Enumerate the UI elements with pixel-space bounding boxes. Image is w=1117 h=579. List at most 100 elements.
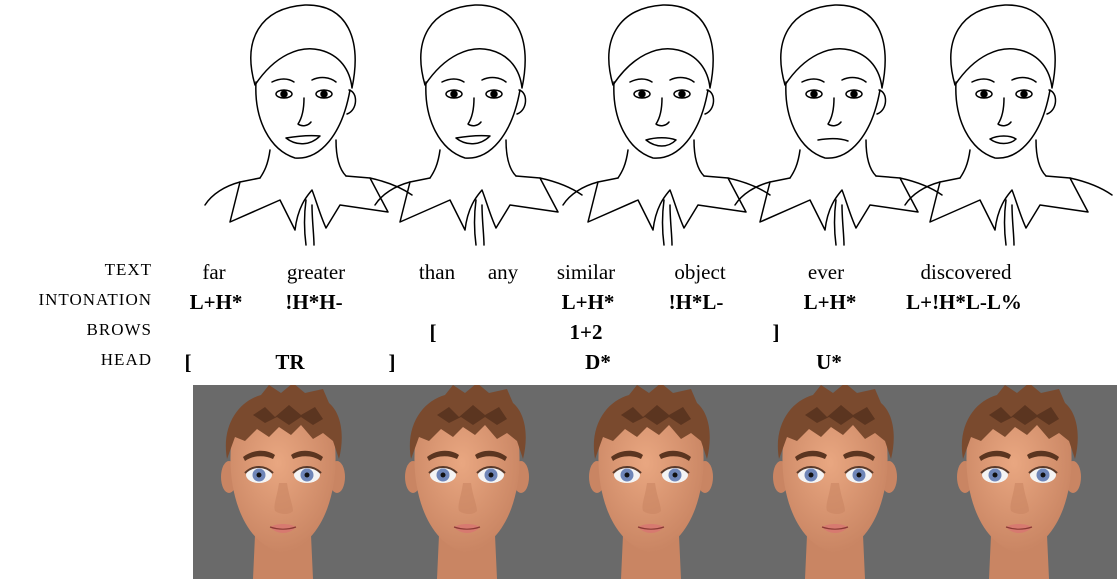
text-word: object <box>674 260 725 284</box>
intonation-tone: !H*L- <box>669 290 724 314</box>
row-label-brows: BROWS <box>0 320 152 340</box>
head-marker: TR <box>275 350 304 374</box>
rendered-face <box>957 385 1081 579</box>
render-pupil-left <box>625 473 630 478</box>
sketch-pupil-right <box>491 91 497 97</box>
sketch-brow-right <box>670 78 694 82</box>
render-pupil-right <box>489 473 494 478</box>
text-word: ever <box>808 260 844 284</box>
sketch-face <box>563 5 770 245</box>
intonation-tone: L+H* <box>562 290 615 314</box>
sketch-nose <box>656 98 669 126</box>
render-pupil-right <box>1041 473 1046 478</box>
intonation-tone: L+!H*L-L% <box>906 290 1022 314</box>
render-pupil-left <box>809 473 814 478</box>
sketch-pupil-right <box>851 91 857 97</box>
rendered-face-row <box>193 385 1117 579</box>
row-label-text: TEXT <box>0 260 152 280</box>
text-word: far <box>202 260 225 284</box>
sketch-pupil-right <box>1021 91 1027 97</box>
sketch-hair <box>609 5 713 88</box>
sketch-hair <box>951 5 1055 88</box>
sketch-collar <box>930 176 1088 230</box>
sketch-pupil-left <box>639 91 645 97</box>
sketch-brow-right <box>842 78 866 82</box>
sketch-tie <box>1005 200 1015 245</box>
brows-marker: ] <box>773 320 780 344</box>
sketch-shoulders <box>563 178 770 205</box>
sketch-mouth <box>456 136 490 144</box>
head-marker: ] <box>389 350 396 374</box>
sketch-brow-left <box>272 79 294 82</box>
sketch-ear <box>705 90 714 114</box>
sketch-mouth <box>990 136 1016 144</box>
brows-marker: 1+2 <box>570 320 603 344</box>
text-word: discovered <box>921 260 1012 284</box>
sketch-brow-right <box>312 78 336 82</box>
sketch-hair <box>781 5 885 88</box>
sketch-nose <box>298 98 311 126</box>
sketch-collar <box>588 176 746 230</box>
sketch-neck <box>260 140 346 178</box>
sketch-brow-left <box>442 79 464 82</box>
sketch-face <box>735 5 942 245</box>
intonation-tone: L+H* <box>190 290 243 314</box>
render-pupil-right <box>857 473 862 478</box>
sketch-face <box>205 5 412 245</box>
sketch-face-row <box>0 0 1117 250</box>
text-word: any <box>488 260 518 284</box>
sketch-ear <box>1047 90 1056 114</box>
sketch-pupil-right <box>679 91 685 97</box>
sketch-brow-left <box>630 79 652 82</box>
text-word: similar <box>557 260 615 284</box>
sketch-nose <box>828 98 841 126</box>
render-pupil-left <box>257 473 262 478</box>
sketch-tie <box>663 200 673 245</box>
rendered-face <box>405 385 529 579</box>
sketch-neck <box>430 140 516 178</box>
text-word: than <box>419 260 455 284</box>
sketch-mouth <box>646 138 676 146</box>
sketch-brow-right <box>1012 78 1036 82</box>
sketch-tie <box>475 200 485 245</box>
head-marker: D* <box>585 350 611 374</box>
head-marker: U* <box>816 350 842 374</box>
sketch-nose <box>468 98 481 126</box>
sketch-pupil-left <box>811 91 817 97</box>
sketch-shoulders <box>735 178 942 205</box>
sketch-brow-left <box>802 79 824 82</box>
head-marker: [ <box>185 350 192 374</box>
sketch-face <box>905 5 1112 245</box>
rendered-face <box>221 385 345 579</box>
sketch-pupil-left <box>281 91 287 97</box>
sketch-nose <box>998 98 1011 126</box>
sketch-brow-right <box>482 78 506 82</box>
rendered-face <box>773 385 897 579</box>
sketch-ear <box>517 90 526 114</box>
sketch-hair <box>251 5 355 88</box>
sketch-collar <box>400 176 558 230</box>
sketch-pupil-right <box>321 91 327 97</box>
sketch-collar <box>760 176 918 230</box>
row-label-intonation: INTONATION <box>0 290 152 310</box>
sketch-tie <box>835 200 845 245</box>
rendered-face <box>589 385 713 579</box>
render-pupil-right <box>305 473 310 478</box>
sketch-pupil-left <box>981 91 987 97</box>
sketch-mouth <box>286 136 320 144</box>
sketch-neck <box>790 140 876 178</box>
sketch-pupil-left <box>451 91 457 97</box>
sketch-collar <box>230 176 388 230</box>
intonation-tone: L+H* <box>804 290 857 314</box>
intonation-tone: !H*H- <box>285 290 342 314</box>
sketch-brow-left <box>972 79 994 82</box>
sketch-shoulders <box>205 178 412 205</box>
sketch-mouth <box>818 139 848 141</box>
sketch-tie <box>305 200 315 245</box>
render-pupil-left <box>993 473 998 478</box>
row-label-head: HEAD <box>0 350 152 370</box>
render-pupil-right <box>673 473 678 478</box>
sketch-neck <box>960 140 1046 178</box>
sketch-ear <box>347 90 356 114</box>
brows-marker: [ <box>430 320 437 344</box>
